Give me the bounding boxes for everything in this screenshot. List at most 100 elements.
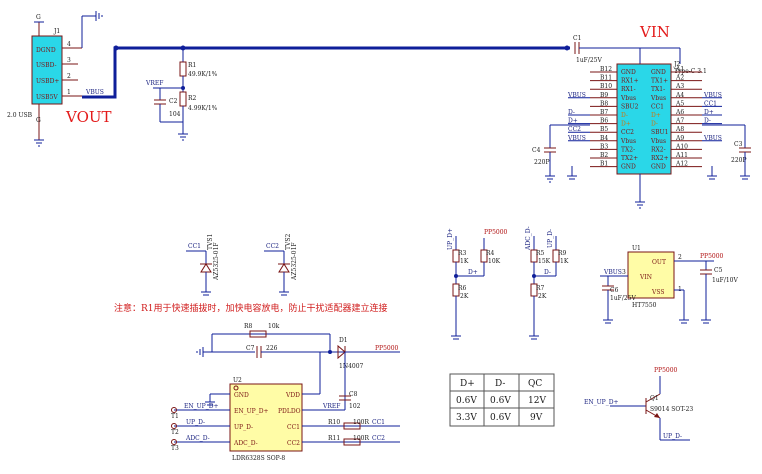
net-label-vref: VREF <box>145 80 163 87</box>
svg-text:C7: C7 <box>246 345 255 352</box>
svg-text:226: 226 <box>266 345 278 352</box>
type-c-left-pin-number: B7 <box>600 109 608 116</box>
svg-text:R1: R1 <box>188 62 196 69</box>
svg-text:1K: 1K <box>560 258 569 265</box>
usb-a-connector: G J1 DGND USBD- USBD+ USB5V 4 3 2 1 G 2.… <box>7 14 82 140</box>
resistor-r8: R8 10k <box>244 323 280 338</box>
transistor-q1: Q1 S9014 SOT-23 <box>645 393 693 419</box>
svg-text:R7: R7 <box>536 285 545 292</box>
ground-symbol <box>196 347 204 357</box>
svg-text:UP_D-: UP_D- <box>234 424 253 431</box>
type-c-right-pin-name: D- <box>651 121 658 128</box>
svg-text:49.9K/1%: 49.9K/1% <box>188 71 218 78</box>
svg-text:EN_UP_D+: EN_UP_D+ <box>234 408 269 415</box>
svg-text:220P: 220P <box>534 159 550 166</box>
svg-text:C3: C3 <box>734 141 743 148</box>
svg-text:C1: C1 <box>573 35 581 42</box>
ground-symbol <box>635 201 645 209</box>
type-c-right-pin-number: A2 <box>675 75 684 82</box>
resistor-r3: R3 1K <box>452 249 469 265</box>
ground-symbol <box>567 175 577 180</box>
svg-text:R9: R9 <box>558 250 567 257</box>
net-label-up-dminus-q1: UP_D- <box>663 433 682 440</box>
svg-text:C5: C5 <box>714 267 723 274</box>
type-c-left-pin-name: GND <box>621 69 636 76</box>
type-c-right-pin-name: TX1- <box>651 86 665 93</box>
svg-text:1uF/25V: 1uF/25V <box>576 57 603 64</box>
svg-text:U1: U1 <box>632 245 641 252</box>
testpoint-t3: T3 <box>171 445 179 452</box>
svg-text:R8: R8 <box>244 323 253 330</box>
net-label-up-dminus: UP_D- <box>186 419 205 426</box>
svg-text:G: G <box>36 117 41 124</box>
testpoint-t2: T2 <box>171 429 179 436</box>
ground-symbol <box>178 133 188 141</box>
ic-u2: U2 LDR6328S SOP-8 GND EN_UP_D+ UP_D- ADC… <box>229 377 303 462</box>
net-label-pp5000-q1: PP5000 <box>654 367 678 374</box>
capacitor-c4: C4 220P <box>532 147 556 166</box>
r1-note: 注意：R1用于快速插拔时，加快电容放电，防止干扰适配器建立连接 <box>114 302 388 314</box>
type-c-right-pin-name: D+ <box>651 112 661 119</box>
type-c-left-pin-number: B11 <box>600 75 612 82</box>
capacitor-c2: C2 104 <box>154 98 181 118</box>
svg-text:D1: D1 <box>339 337 348 344</box>
resistor-r6: R6 2K <box>452 283 469 300</box>
ground-symbol <box>529 335 539 340</box>
svg-text:100R: 100R <box>353 435 369 442</box>
svg-text:1K: 1K <box>460 258 469 265</box>
svg-text:VIN: VIN <box>639 274 652 281</box>
svg-text:VSS: VSS <box>651 289 664 296</box>
type-c-right-net-label: VBUS <box>703 135 722 142</box>
svg-text:100R: 100R <box>353 419 369 426</box>
ground-symbol <box>545 175 555 183</box>
net-label-cc2-tvs: CC2 <box>266 243 279 250</box>
type-c-left-pin-name: CC2 <box>621 129 634 136</box>
net-label-adc-dminus: ADC_D- <box>185 435 210 442</box>
type-c-left-pin-number: B6 <box>600 118 608 125</box>
svg-text:OUT: OUT <box>652 259 666 266</box>
svg-text:TVS2: TVS2 <box>285 234 292 250</box>
resistor-r1: R1 49.9K/1% <box>179 61 218 78</box>
type-c-right-pin-number: A6 <box>675 109 684 116</box>
type-c-right-pin-name: GND <box>651 69 666 76</box>
type-c-left-net-label: D- <box>568 109 575 116</box>
type-c-left-pin-number: B3 <box>600 143 608 150</box>
svg-text:10K: 10K <box>488 258 501 265</box>
net-label-vref-u2: VREF <box>322 403 340 410</box>
svg-text:2: 2 <box>678 254 682 261</box>
type-c-left-net-label: CC2 <box>568 126 581 133</box>
resistor-r11: R11 100R <box>328 435 369 446</box>
type-c-left-pin-number: B9 <box>600 92 608 99</box>
svg-text:102: 102 <box>349 403 361 410</box>
svg-text:TVS1: TVS1 <box>207 234 214 250</box>
svg-text:R6: R6 <box>458 285 467 292</box>
type-c-right-pin-number: A11 <box>675 152 688 159</box>
tvs-diode-tvs1: TVS1 AZ5325-01F <box>200 234 220 281</box>
net-label-adc-dminus-divider: ADC_D- <box>525 226 532 251</box>
type-c-left-pin-name: Vbus <box>620 95 636 102</box>
resistor-r9: R9 1K <box>552 249 569 265</box>
resistor-r10: R10 100R <box>328 419 369 430</box>
net-label-dplus-divider: D+ <box>468 269 478 276</box>
j1-pin-num-2: 2 <box>67 73 71 80</box>
svg-text:C8: C8 <box>349 391 358 398</box>
capacitor-c3: C3 220P <box>731 141 751 164</box>
type-c-left-pin-name: Vbus <box>620 138 636 145</box>
type-c-right-net-label: VBUS <box>703 92 722 99</box>
svg-text:1uF/25V: 1uF/25V <box>610 295 637 302</box>
svg-text:LDR6328S SOP-8: LDR6328S SOP-8 <box>232 455 285 462</box>
j1-part: 2.0 USB <box>7 112 33 119</box>
j1-pin-num-3: 3 <box>67 57 71 64</box>
svg-text:2K: 2K <box>538 293 547 300</box>
type-c-left-pin-name: RX1+ <box>621 78 639 85</box>
svg-text:U2: U2 <box>233 377 242 384</box>
type-c-right-pin-name: Vbus <box>650 138 666 145</box>
vbus-bus <box>82 45 570 99</box>
j2-ref: J2 <box>673 61 680 68</box>
net-label-en-up-dplus-q1: EN_UP_D+ <box>584 399 619 406</box>
ground-symbol <box>679 319 689 324</box>
type-c-left-pin-number: B8 <box>600 100 608 107</box>
ground-symbol <box>603 319 613 324</box>
type-c-right-net-label: CC1 <box>704 100 717 107</box>
